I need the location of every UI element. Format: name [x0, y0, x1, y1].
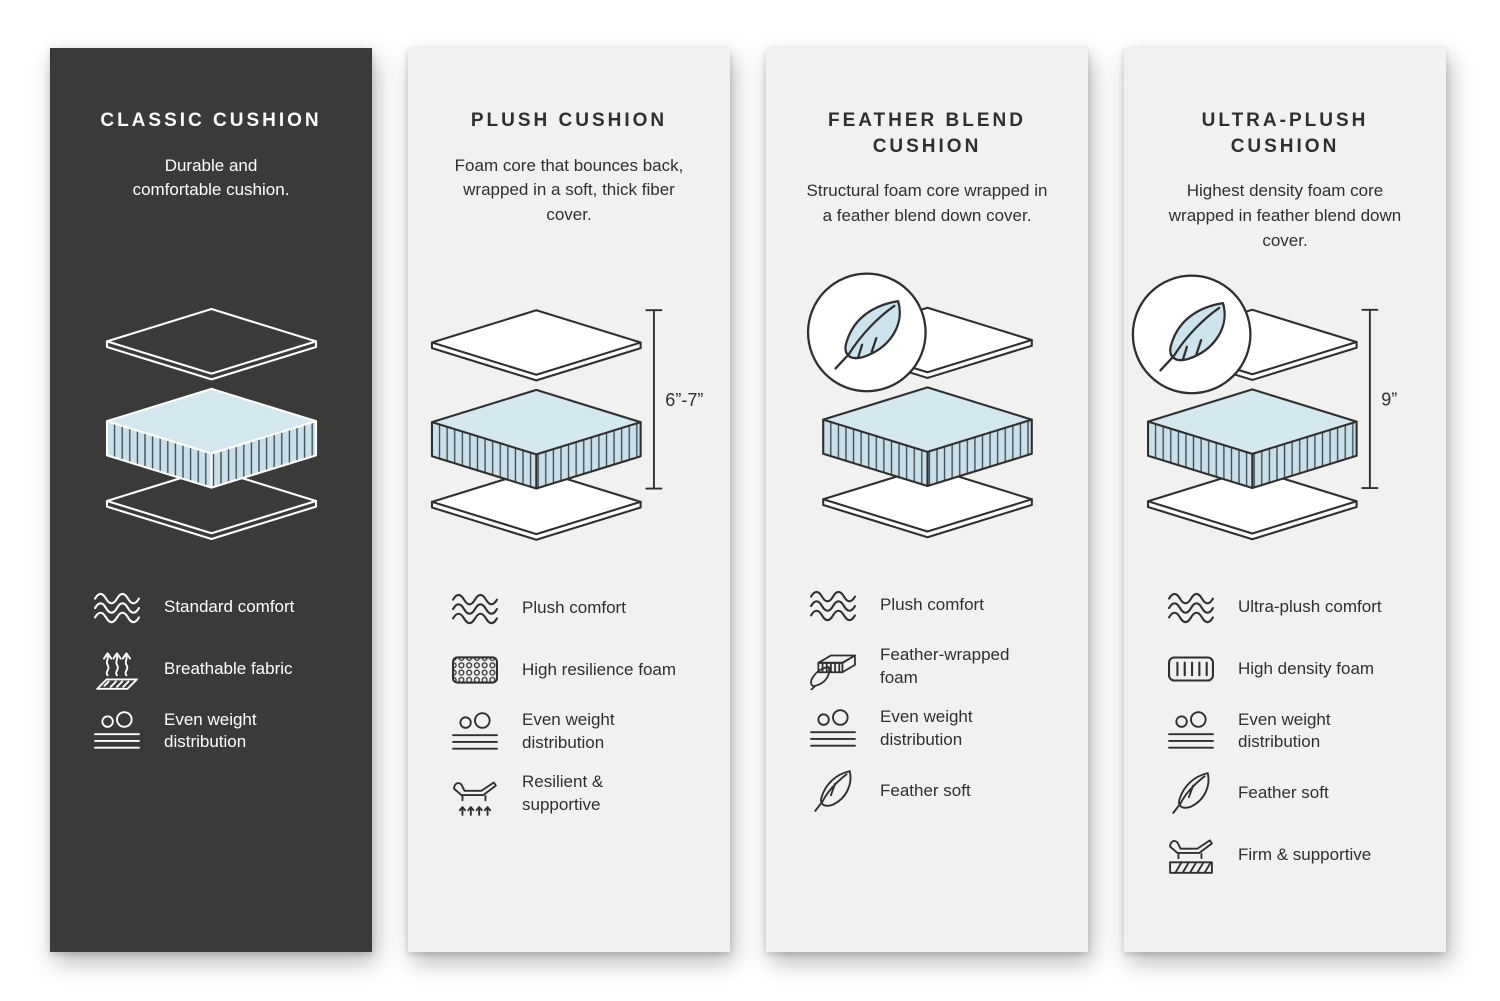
feature-label: Firm & supportive [1238, 845, 1372, 865]
waves-icon [1164, 584, 1218, 630]
density-foam-icon [1164, 646, 1218, 692]
panel-description: Structural foam core wrapped in a feathe… [806, 181, 1048, 225]
height-label: 9” [1381, 390, 1397, 410]
panel-feather-blend-cushion: FEATHER BLEND CUSHION Structural foam co… [766, 48, 1088, 952]
feature-label: Breathable fabric [164, 658, 293, 678]
feature-label: Even weight distribution [1238, 710, 1331, 752]
waves-icon [448, 585, 502, 631]
cushion-layers-illustration [106, 308, 316, 539]
lounger-arrows-icon [448, 771, 502, 817]
breathable-fabric-icon [90, 646, 144, 692]
feature-list: Ultra-plush comfort High density foam Ev… [1124, 583, 1446, 879]
feature-label: Ultra-plush comfort [1238, 597, 1382, 617]
feature-list: Plush comfort Feather-wrapped foam Even … [766, 581, 1088, 815]
even-weight-icon [90, 708, 144, 754]
feature-row: High resilience foam [448, 646, 710, 694]
cushion-layers-illustration: 6”-7” [431, 309, 703, 540]
feature-list: Plush comfort High resilience foam Even … [408, 584, 730, 818]
panel-description: Foam core that bounces back, wrapped in … [454, 155, 684, 224]
even-weight-icon [448, 709, 502, 755]
panel-plush-cushion: PLUSH CUSHION Foam core that bounces bac… [408, 48, 730, 952]
panel-classic-cushion: CLASSIC CUSHION Durable and comfortable … [50, 48, 372, 952]
feature-row: Breathable fabric [90, 645, 352, 693]
waves-icon [90, 584, 144, 630]
feature-label: Even weight distribution [880, 707, 973, 749]
feature-row: Even weight distribution [806, 705, 1068, 753]
feature-list: Standard comfort Breathable fabric Even … [50, 583, 372, 755]
cushion-comparison-infographic: CLASSIC CUSHION Durable and comfortable … [50, 48, 1446, 952]
panel-title: PLUSH CUSHION [470, 110, 668, 131]
feather-badge-icon [1132, 275, 1250, 394]
feature-row: Standard comfort [90, 583, 352, 631]
feather-icon [1164, 770, 1218, 816]
feature-row: High density foam [1164, 645, 1426, 693]
panel-title: ULTRA-PLUSH CUSHION [1201, 110, 1369, 157]
feature-row: Even weight distribution [1164, 707, 1426, 755]
feature-row: Feather soft [806, 767, 1068, 815]
feature-row: Feather soft [1164, 769, 1426, 817]
feature-label: Feather soft [1238, 783, 1329, 803]
panel-ultra-plush-cushion: ULTRA-PLUSH CUSHION Highest density foam… [1124, 48, 1446, 952]
height-label: 6”-7” [665, 390, 703, 410]
cushion-diagram: 6”-7” [408, 228, 730, 584]
panel-title: FEATHER BLEND CUSHION [827, 110, 1027, 157]
feather-icon [806, 768, 860, 814]
even-weight-icon [1164, 708, 1218, 754]
panel-title: CLASSIC CUSHION [100, 110, 322, 131]
waves-icon [806, 582, 860, 628]
feature-row: Plush comfort [448, 584, 710, 632]
feature-row: Feather-wrapped foam [806, 643, 1068, 691]
cushion-diagram [766, 229, 1088, 581]
feature-row: Even weight distribution [90, 707, 352, 755]
feature-label: High density foam [1238, 659, 1375, 679]
cushion-layers-illustration [807, 273, 1032, 537]
honeycomb-foam-icon [448, 647, 502, 693]
even-weight-icon [806, 706, 860, 752]
panel-description: Highest density foam core wrapped in fea… [1168, 181, 1402, 250]
feature-label: Standard comfort [164, 596, 295, 616]
feature-label: Feather-wrapped foam [880, 645, 1010, 687]
feature-label: Resilient & supportive [522, 772, 604, 814]
feature-row: Resilient & supportive [448, 770, 710, 818]
feature-row: Plush comfort [806, 581, 1068, 629]
feature-row: Firm & supportive [1164, 831, 1426, 879]
feature-label: Plush comfort [880, 594, 984, 614]
feature-row: Ultra-plush comfort [1164, 583, 1426, 631]
feature-label: High resilience foam [522, 659, 677, 679]
lounger-firm-icon [1164, 832, 1218, 878]
cushion-diagram [50, 203, 372, 583]
feature-label: Even weight distribution [522, 710, 615, 752]
feature-label: Plush comfort [522, 597, 626, 617]
panel-description: Durable and comfortable cushion. [132, 155, 290, 200]
cushion-layers-illustration: 9” [1132, 275, 1397, 540]
height-marker: 9” [1361, 309, 1397, 489]
feature-label: Feather soft [880, 780, 971, 800]
feature-row: Even weight distribution [448, 708, 710, 756]
feather-foam-icon [806, 644, 860, 690]
feather-badge-icon [807, 273, 926, 391]
cushion-diagram: 9” [1124, 253, 1446, 583]
feature-label: Even weight distribution [164, 709, 257, 751]
height-marker: 6”-7” [645, 309, 703, 489]
